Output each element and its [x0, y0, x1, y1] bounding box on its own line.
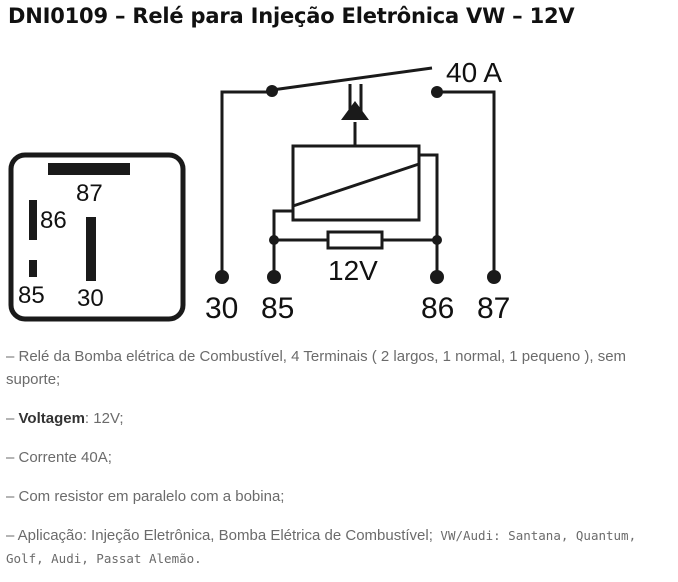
pin-label-86: 86	[421, 292, 454, 325]
actuator-arrow-icon	[341, 101, 369, 120]
spec-voltage-label: Voltagem	[18, 410, 85, 427]
relay-schematic	[220, 66, 496, 276]
spec-resistor: – Com resistor em paralelo com a bobina;	[6, 488, 285, 505]
relay-pin-layout-icon: 87 86 85 30	[8, 152, 186, 322]
current-rating-label: 40 A	[446, 57, 502, 88]
pin-label-85: 85	[261, 292, 294, 325]
spec-voltage: – Voltagem: 12V;	[6, 410, 124, 427]
terminal-dots	[215, 85, 501, 284]
face-pin-86: 86	[40, 207, 67, 234]
spec-vehicles: VW/Audi: Santana, Quantum, Golf, Audi, P…	[6, 528, 637, 566]
spec-description: – Relé da Bomba elétrica de Combustível,…	[6, 348, 627, 388]
spec-application: – Aplicação: Injeção Eletrônica, Bomba E…	[6, 527, 637, 566]
pin-label-30: 30	[205, 292, 238, 325]
face-pin-87: 87	[76, 180, 103, 207]
relay-wiring-diagram: 87 86 85 30 40	[8, 57, 510, 325]
voltage-label: 12V	[328, 255, 378, 286]
page-title: DNI0109 – Relé para Injeção Eletrônica V…	[8, 4, 575, 28]
spec-list: – Relé da Bomba elétrica de Combustível,…	[6, 345, 674, 582]
spec-current: – Corrente 40A;	[6, 449, 112, 466]
face-pin-30: 30	[77, 285, 104, 312]
face-pin-85: 85	[18, 282, 45, 309]
pin-label-87: 87	[477, 292, 510, 325]
